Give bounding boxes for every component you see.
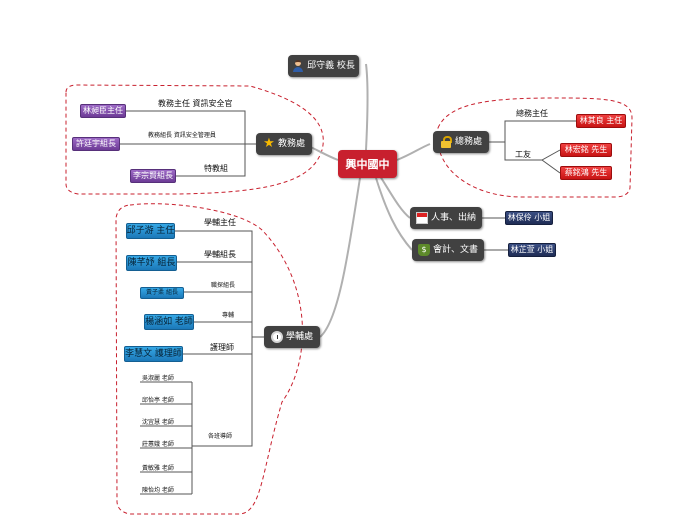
academic-person-1[interactable]: 林昶臣主任 [80, 104, 126, 118]
dept-accounting-label: 會計、文書 [432, 244, 478, 255]
student-person-4[interactable]: 楊涵如 老師 [144, 314, 194, 330]
academic-role-3: 特教組 [204, 164, 228, 173]
teacher-5: 黃敏雅 老師 [142, 465, 174, 472]
general-person-3[interactable]: 蔡銘鴻 先生 [560, 166, 612, 180]
accounting-person[interactable]: 林芷萱 小姐 [508, 243, 556, 257]
dept-general[interactable]: 總務處 [433, 131, 489, 153]
student-role-2: 學輔組長 [204, 250, 236, 259]
student-role-6: 各班導師 [208, 433, 233, 440]
center-node[interactable]: 興中國中 [338, 150, 397, 178]
academic-group-boundary [65, 84, 324, 195]
student-person-3[interactable]: 黃子柔 組長 [140, 287, 184, 299]
branch-accounting [375, 177, 413, 251]
dept-accounting[interactable]: $ 會計、文書 [412, 239, 484, 261]
person-icon [292, 60, 304, 72]
teacher-4: 莊蕙娥 老師 [142, 441, 174, 448]
dept-student[interactable]: 學輔處 [264, 326, 320, 348]
dept-personnel-label: 人事、出納 [430, 212, 476, 223]
student-person-1[interactable]: 邱子游 主任 [126, 223, 175, 239]
branch-personnel [379, 175, 411, 219]
teacher-1: 吳淑麗 老師 [142, 375, 174, 382]
alarm-clock-icon [270, 331, 283, 343]
dept-academic-label: 教務處 [277, 138, 305, 149]
academic-person-2[interactable]: 許廷宇組長 [72, 137, 120, 151]
dept-student-label: 學輔處 [285, 331, 313, 342]
general-group-boundary [436, 97, 633, 198]
dept-personnel[interactable]: 人事、出納 [410, 207, 482, 229]
general-role-2: 工友 [515, 150, 531, 159]
principal-node[interactable]: 邱守義 校長 [288, 55, 359, 77]
student-role-1: 學輔主任 [204, 218, 236, 227]
student-group-boundary [115, 203, 303, 515]
general-person-2[interactable]: 林宏銘 先生 [560, 143, 612, 157]
branch-student [319, 177, 361, 338]
dept-general-label: 總務處 [454, 136, 482, 147]
teacher-2: 邱怡亭 老師 [142, 397, 174, 404]
branch-principal [365, 63, 369, 151]
personnel-person[interactable]: 林保伶 小姐 [505, 211, 553, 225]
teacher-6: 陳怡均 老師 [142, 487, 174, 494]
academic-role-1: 教務主任 資訊安全官 [158, 99, 233, 108]
academic-person-3[interactable]: 李宗賢組長 [130, 169, 176, 183]
star-icon: ★ [263, 136, 275, 151]
student-role-5: 護理師 [210, 343, 234, 352]
principal-label: 邱守義 校長 [307, 60, 355, 71]
general-person-1[interactable]: 林其良 主任 [576, 114, 626, 128]
calendar-icon [415, 212, 428, 224]
student-role-3: 職探組長 [211, 282, 236, 289]
student-person-2[interactable]: 陳芊妤 組長 [126, 255, 177, 271]
student-role-4: 專輔 [222, 312, 235, 319]
general-role-1: 總務主任 [516, 109, 548, 118]
branch-general [396, 143, 431, 161]
money-bag-icon: $ [417, 244, 430, 256]
lock-icon [440, 136, 452, 148]
academic-role-2: 教務組長 資訊安全管理員 [148, 132, 216, 139]
student-person-5[interactable]: 李慧文 護理師 [124, 346, 183, 362]
teacher-3: 沈宜慧 老師 [142, 419, 174, 426]
dept-academic[interactable]: ★ 教務處 [256, 133, 312, 155]
